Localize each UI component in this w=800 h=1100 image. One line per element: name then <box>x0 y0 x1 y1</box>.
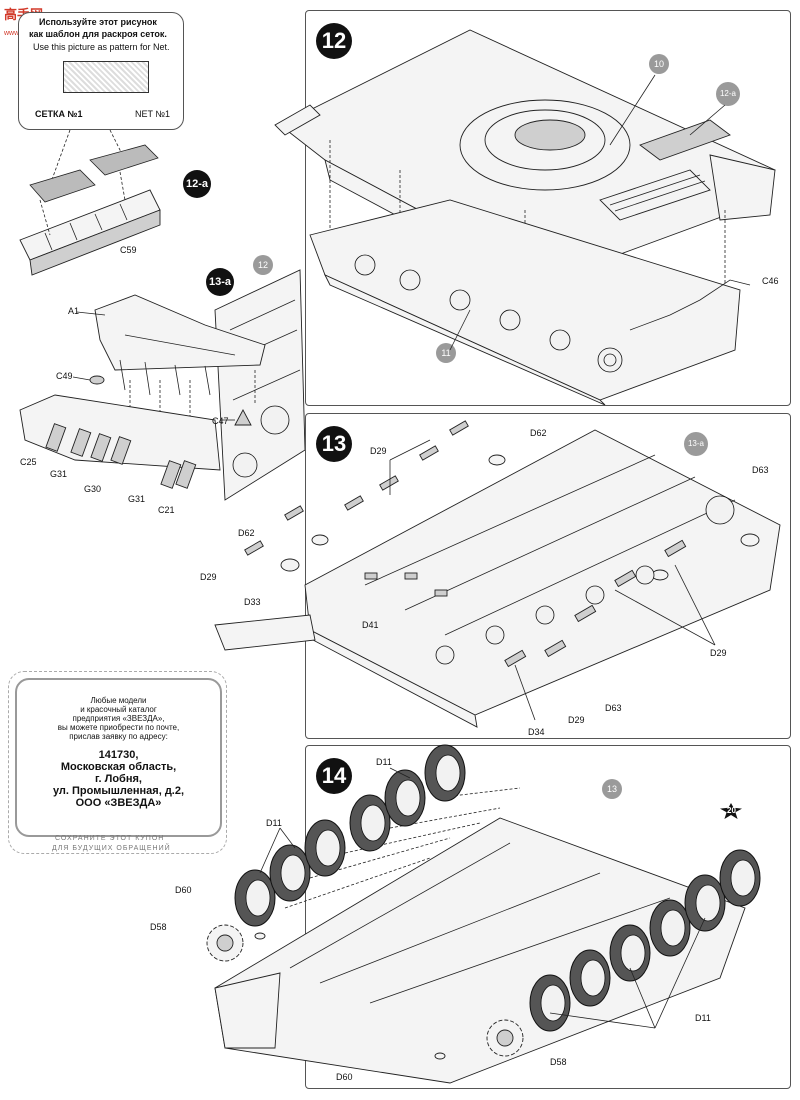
net-label-ru: СЕТКА №1 <box>35 109 83 119</box>
coupon-intro-5: прислав заявку по адресу: <box>69 732 168 741</box>
coupon-addr-1: 141730, <box>98 749 139 761</box>
coupon-intro-1: Любые модели <box>90 696 147 705</box>
coupon-intro-4: вы можете приобрести по почте, <box>57 723 180 732</box>
part-label-g31-right: G31 <box>128 494 146 504</box>
net-label-en: NET №1 <box>135 109 170 119</box>
part-label-c59: C59 <box>120 245 137 255</box>
part-label-d62-left: D62 <box>238 528 255 538</box>
part-label-d60-left: D60 <box>175 885 192 895</box>
part-label-d60-bottom: D60 <box>336 1072 353 1082</box>
step-13a-ref-badge: 12 <box>253 255 273 275</box>
net-pattern <box>63 61 149 93</box>
road-wheels-left <box>234 744 466 927</box>
part-label-d11-left: D11 <box>266 818 282 828</box>
part-label-d63-right: D63 <box>752 465 769 475</box>
torsion-arms-top <box>244 420 469 556</box>
step-12a-badge: 12-a <box>183 170 211 198</box>
net-template-box: Используйте этот рисунок как шаблон для … <box>18 12 184 130</box>
part-label-c47: C47 <box>212 416 229 426</box>
net-instruction-en: Use this picture as pattern for Net. <box>33 42 170 52</box>
step-14-diagram <box>206 744 761 1084</box>
part-label-c21: C21 <box>158 505 175 515</box>
coupon-intro-2: и красочный каталог <box>80 705 157 714</box>
part-label-d29-right: D29 <box>710 648 727 658</box>
coupon-footer-1: СОХРАНИТЕ ЭТОТ КУПОН <box>55 835 165 842</box>
part-label-d41: D41 <box>362 620 379 630</box>
step-14-ref-13: 13 <box>602 779 622 799</box>
part-label-c25: C25 <box>20 457 37 467</box>
torsion-arms-right <box>504 539 687 668</box>
road-wheels-right <box>529 849 761 1032</box>
part-label-d62-top: D62 <box>530 428 547 438</box>
step-13-ref-13a: 13-a <box>684 432 708 456</box>
coupon-addr-2: Московская область, <box>60 761 177 773</box>
step-13a-diagram <box>19 269 306 501</box>
net-instruction-ru-2: как шаблон для раскроя сеток. <box>29 29 167 39</box>
net-instruction-ru-1: Используйте этот рисунок <box>39 17 157 27</box>
step-13a-badge: 13-a <box>206 268 234 296</box>
coupon-addr-4: ул. Промышленная, д.2, <box>52 785 185 797</box>
part-label-c49: C49 <box>56 371 73 381</box>
part-label-d58-left: D58 <box>150 922 167 932</box>
coupon-addr-3: г. Лобня, <box>95 773 142 785</box>
coupon: Любые модели и красочный каталог предпри… <box>15 678 222 837</box>
part-label-c46: C46 <box>762 276 779 286</box>
coupon-footer-2: ДЛЯ БУДУЩИХ ОБРАЩЕНИЙ <box>52 845 171 852</box>
part-label-d29-top: D29 <box>370 446 387 456</box>
part-label-d11-bottom: D11 <box>695 1013 711 1023</box>
step-13-number: 13 <box>316 426 352 462</box>
part-label-d11-top: D11 <box>376 757 392 767</box>
step-14-number: 14 <box>316 758 352 794</box>
step-12a-diagram <box>19 129 161 276</box>
step-12-ref-12a: 12-a <box>716 82 740 106</box>
part-label-d34: D34 <box>528 727 545 737</box>
coupon-intro-3: предприятия «ЗВЕЗДА», <box>72 714 165 723</box>
step-12-ref-10: 10 <box>649 54 669 74</box>
part-label-a1: A1 <box>68 306 80 316</box>
part-label-g30: G30 <box>84 484 102 494</box>
step-12-number: 12 <box>316 23 352 59</box>
part-label-d33: D33 <box>244 597 261 607</box>
coupon-addr-5: ООО «ЗВЕЗДА» <box>75 797 162 809</box>
next-step-20-label: 20 <box>727 806 736 815</box>
part-label-d63-bottom: D63 <box>605 703 622 713</box>
step-13-diagram <box>214 420 781 728</box>
part-label-g31-left: G31 <box>50 469 68 479</box>
part-label-d29-left: D29 <box>200 572 217 582</box>
step-12-diagram <box>274 29 776 406</box>
part-label-d58-bottom: D58 <box>550 1057 567 1067</box>
part-label-d29-bottom: D29 <box>568 715 585 725</box>
coupon-cut-line <box>8 671 227 854</box>
